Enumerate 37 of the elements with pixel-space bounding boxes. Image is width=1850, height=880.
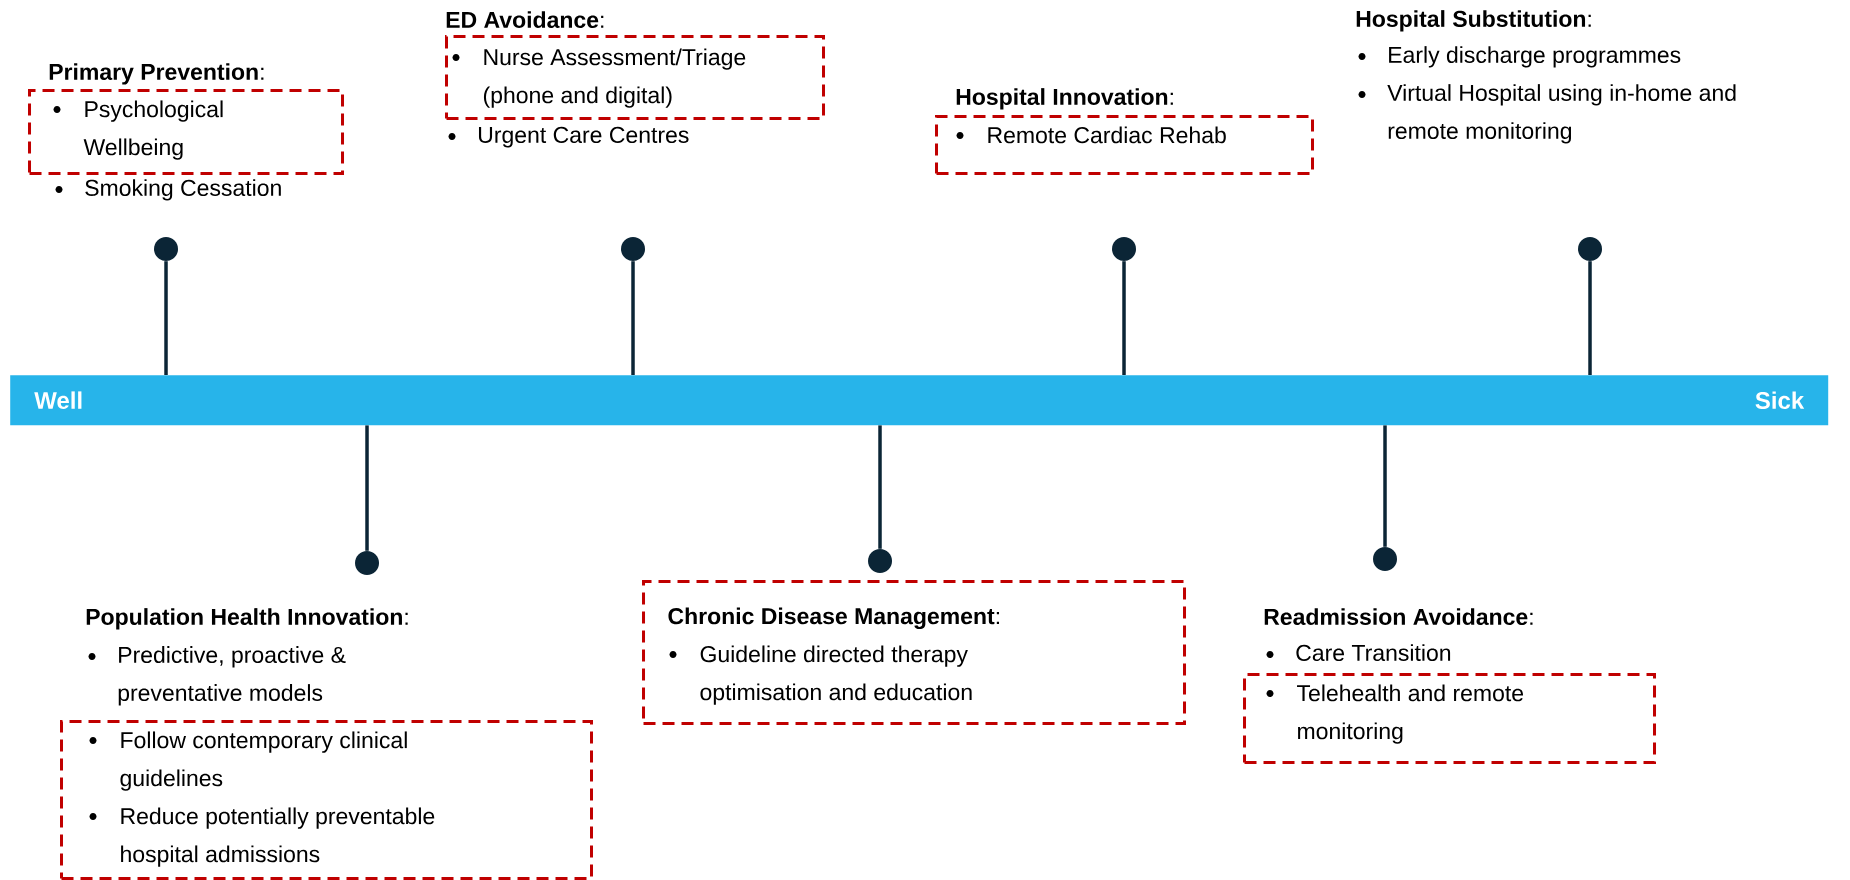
pin-dot xyxy=(355,551,379,575)
list-item: Nurse Assessment/Triage (phone and digital) xyxy=(483,48,746,108)
pin-stem xyxy=(631,261,635,375)
list-item: Early discharge programmes xyxy=(1389,46,1681,68)
heading: Hospital Substitution: xyxy=(1356,10,1591,32)
list-item: Smoking Cessation xyxy=(85,179,281,201)
highlight-box xyxy=(1243,673,1656,764)
heading: Population Health Innovation: xyxy=(86,608,408,630)
list-item: Psychological Wellbeing xyxy=(83,100,223,160)
pin-dot xyxy=(868,549,892,573)
list-item: Virtual Hospital using in-home and remote monitoring xyxy=(1387,84,1736,144)
heading: Chronic Disease Management: xyxy=(668,607,999,629)
list-item: Follow contemporary clinical guidelines xyxy=(120,731,407,791)
highlight-box xyxy=(445,35,825,120)
highlight-box xyxy=(60,720,593,880)
pin-dot xyxy=(621,237,645,261)
heading: Readmission Avoidance: xyxy=(1264,608,1533,625)
pin-stem xyxy=(1383,425,1387,547)
band-label: Sick xyxy=(1755,391,1805,409)
band-label: Well xyxy=(34,391,82,409)
list-item: Remote Cardiac Rehab xyxy=(988,126,1226,144)
pin-stem xyxy=(365,425,369,551)
pin-stem xyxy=(1588,261,1592,375)
highlight-box xyxy=(642,580,1186,725)
pin-dot xyxy=(1578,237,1602,261)
highlight-box xyxy=(28,89,344,175)
pin-stem xyxy=(878,425,882,549)
list-item: Telehealth and remote monitoring xyxy=(1297,684,1524,744)
pin-dot xyxy=(1112,237,1136,261)
list-item: Reduce potentially preventable hospital admissions xyxy=(121,807,435,867)
pin-dot xyxy=(154,237,178,261)
pin-stem xyxy=(1122,261,1126,375)
pin-dot xyxy=(1373,547,1397,571)
timeline-band xyxy=(10,375,1829,426)
pin-stem xyxy=(164,261,168,375)
highlight-box xyxy=(935,115,1314,175)
list-item: Guideline directed therapy optimisation and education xyxy=(700,645,972,705)
